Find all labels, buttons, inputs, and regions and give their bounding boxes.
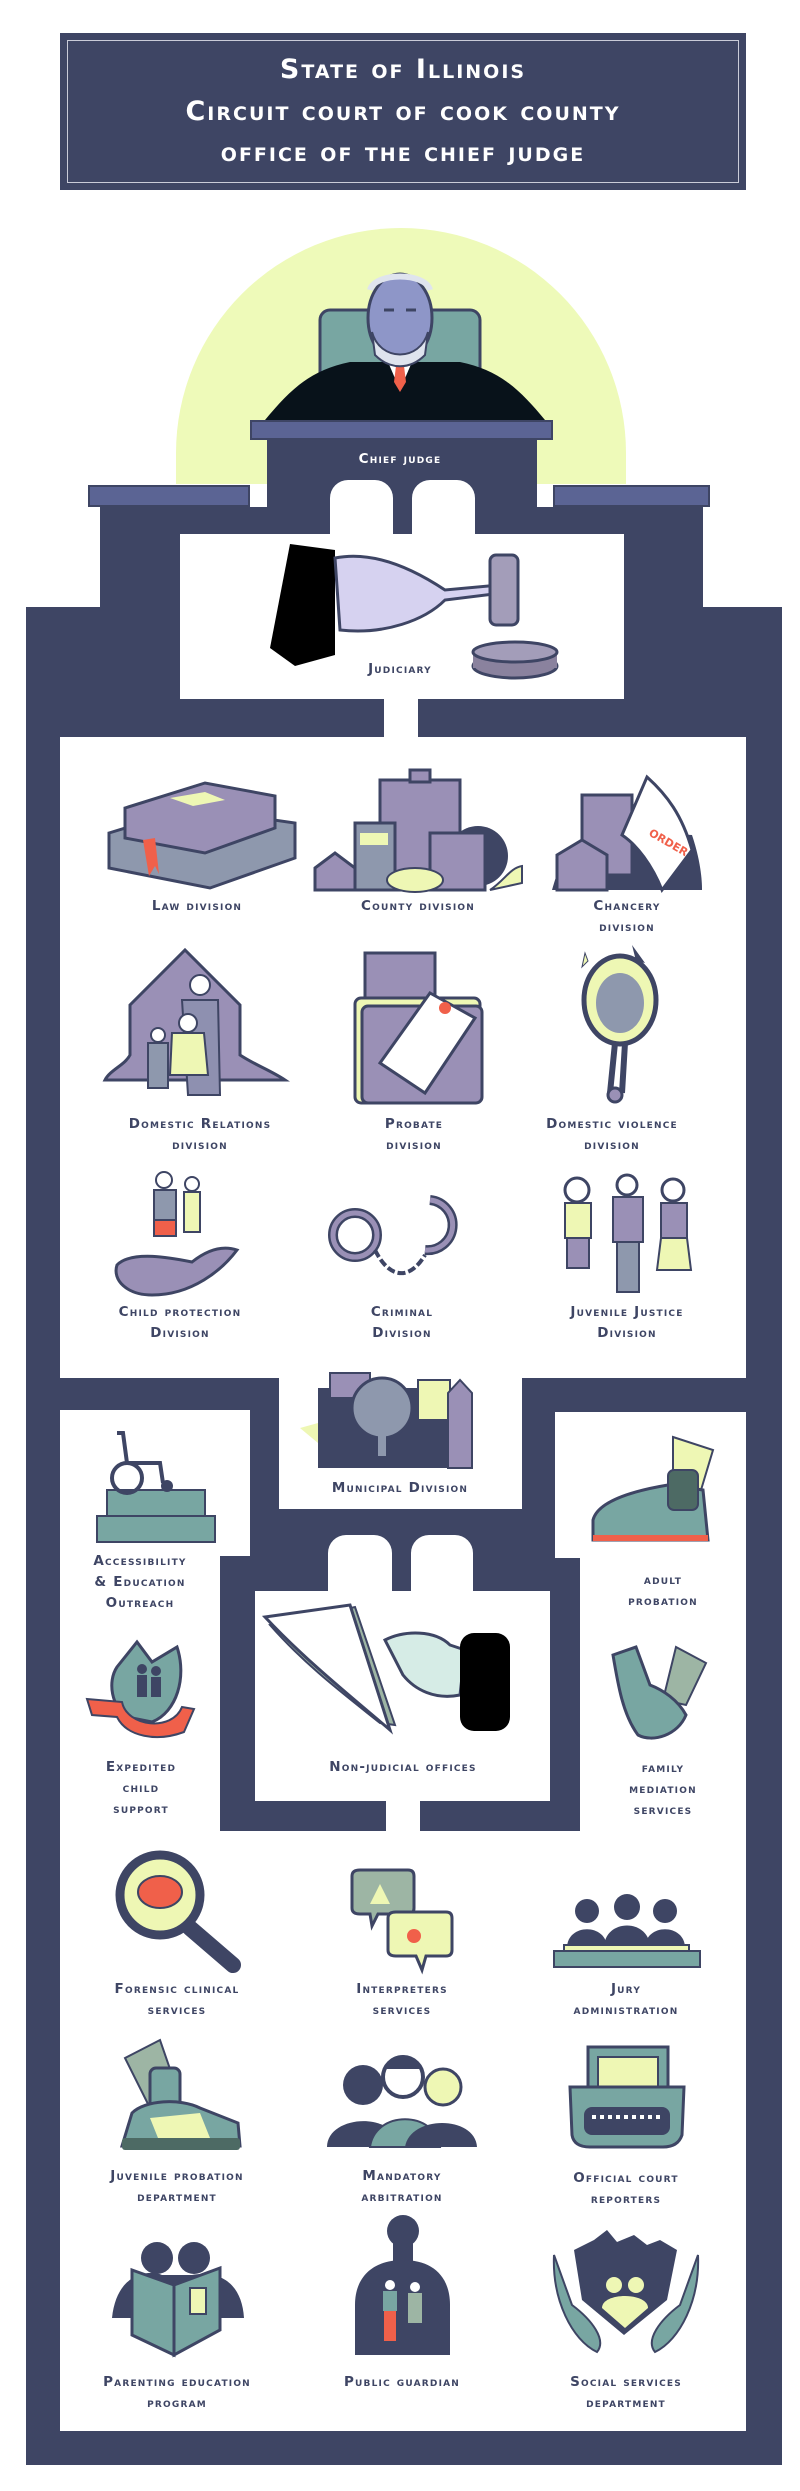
office-label: Parenting education program <box>103 2374 251 2411</box>
office-label: Juvenile probation department <box>110 2168 244 2205</box>
office-label: Jury administration <box>573 1981 679 2018</box>
non-judicial-label: Non-judicial offices <box>329 1759 477 1775</box>
jury-box-icon <box>553 1894 701 1968</box>
division-label: Law division <box>151 898 243 914</box>
arch-window <box>328 1535 392 1593</box>
guardian-children-icon <box>355 2215 450 2355</box>
youths-icon <box>563 1173 693 1293</box>
chief-judge-label: Chief judge <box>358 451 442 467</box>
holding-hands-icon <box>611 1645 708 1740</box>
division-label: Juvenile Justice Division <box>570 1304 684 1341</box>
wheelchair-books-icon <box>96 1431 216 1543</box>
title-line-office: office of the chief judge <box>220 137 586 168</box>
brain-magnifier-icon <box>115 1850 241 1973</box>
arch-window <box>411 1535 473 1593</box>
gavel-hand-icon <box>270 544 559 680</box>
division-label: Chancery division <box>593 898 661 935</box>
division-label: Domestic violence division <box>546 1116 678 1153</box>
children-on-hand-icon <box>114 1171 240 1297</box>
office-label: Interpreters services <box>356 1981 448 2018</box>
connector <box>384 698 418 740</box>
title-banner: State of Illinois Circuit court of cook … <box>60 33 746 190</box>
arch-window <box>412 480 475 540</box>
stenograph-icon <box>568 2045 686 2149</box>
title-line-court: Circuit court of cook county <box>185 96 621 127</box>
city-buildings-icon <box>313 768 523 893</box>
office-label: Mandatory arbitration <box>361 2168 443 2205</box>
folder-will-icon <box>353 951 484 1105</box>
ankle-monitor-shoe-icon <box>591 1435 715 1542</box>
left-cornice <box>88 485 250 507</box>
arch-window <box>330 480 393 540</box>
division-label: Criminal Division <box>370 1304 434 1341</box>
handcuffs-icon <box>328 1195 458 1276</box>
right-cornice <box>553 485 710 507</box>
desk-cornice <box>250 420 553 440</box>
hand-family-ribbon-icon <box>85 1639 196 1738</box>
division-label: Domestic Relations division <box>128 1116 272 1153</box>
office-label: family mediation services <box>629 1760 697 1818</box>
division-label: Probate division <box>384 1116 444 1153</box>
office-label: Social services department <box>570 2374 682 2411</box>
title-line-state: State of Illinois <box>279 54 527 85</box>
office-label: Public guardian <box>343 2374 461 2390</box>
office-label: Expedited child support <box>105 1759 177 1817</box>
office-label: Accessibility & Education Outreach <box>93 1553 187 1611</box>
parents-book-icon <box>112 2242 244 2358</box>
judiciary-label: Judiciary <box>368 661 432 677</box>
municipal-city-icon <box>300 1372 473 1469</box>
division-label: County division <box>361 898 475 914</box>
broken-mirror-icon <box>581 945 659 1104</box>
hands-community-icon <box>552 2230 700 2354</box>
three-people-icon <box>327 2055 477 2148</box>
office-label: Forensic clinical services <box>114 1981 240 2018</box>
family-house-icon <box>102 947 290 1096</box>
connector <box>386 1800 420 1833</box>
juvenile-ankle-monitor-icon <box>119 2038 242 2150</box>
order-document-houses-icon: ORDER <box>552 774 702 894</box>
office-label: adult probation <box>628 1572 698 1609</box>
municipal-label: Municipal Division <box>331 1480 469 1496</box>
speech-bubbles-icon <box>350 1868 454 1975</box>
hand-papers-icon <box>261 1603 510 1735</box>
title-banner-border <box>67 40 739 183</box>
office-label: Official court reporters <box>573 2170 679 2207</box>
chief-judge-icon <box>265 272 545 420</box>
division-label: Child protection Division <box>118 1304 242 1341</box>
books-icon <box>107 781 297 890</box>
